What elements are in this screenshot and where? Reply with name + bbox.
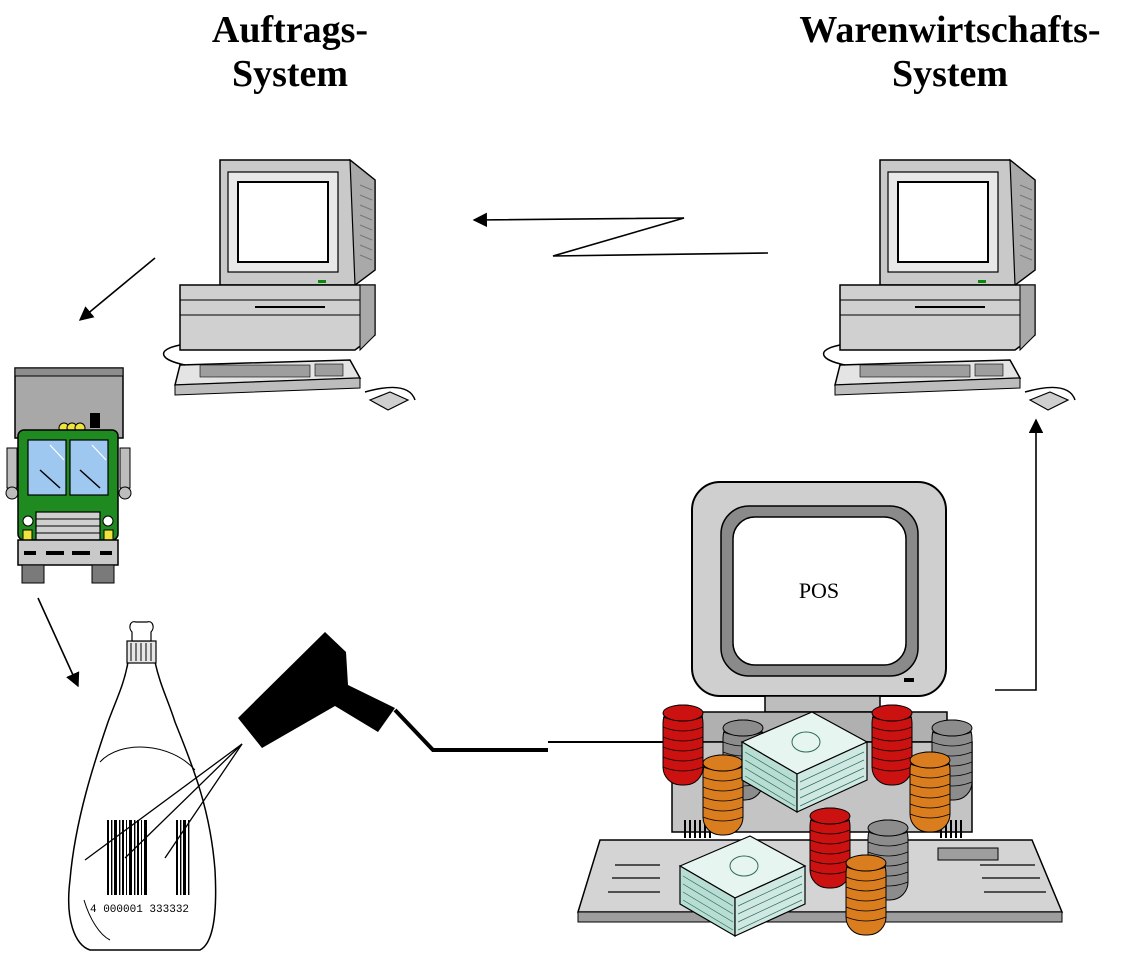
coin-stack-icon [662,704,704,786]
pos-to-inventory-arrow [995,418,1044,691]
inventory-system-title: Warenwirtschafts- System [775,8,1125,96]
bottle-icon: 4 000001 333332 [67,621,217,951]
pos-label: POS [799,578,839,603]
coin-stack-icon [909,751,951,833]
truck-to-bottle-arrow [37,597,80,688]
order-system-computer-icon [162,159,416,411]
coin-stack-icon [845,854,887,936]
inventory-system-title-line1: Warenwirtschafts- [799,9,1101,51]
coin-stack-icon [702,754,744,836]
order-to-truck-arrow [78,257,156,321]
data-transfer-arrow [472,212,769,257]
coin-stack-icon [871,704,913,786]
inventory-system-title-line2: System [891,53,1009,95]
scan-lines [84,743,243,861]
barcode-scanner-icon [238,632,548,752]
truck-icon [5,367,132,584]
order-system-title: Auftrags- System [190,8,390,96]
coin-stack-icon [809,807,851,889]
inventory-system-computer-icon [822,159,1076,411]
order-system-title-line2: System [231,53,349,95]
barcode-number: 4 000001 333332 [90,904,189,916]
order-system-title-line1: Auftrags- [211,9,369,51]
